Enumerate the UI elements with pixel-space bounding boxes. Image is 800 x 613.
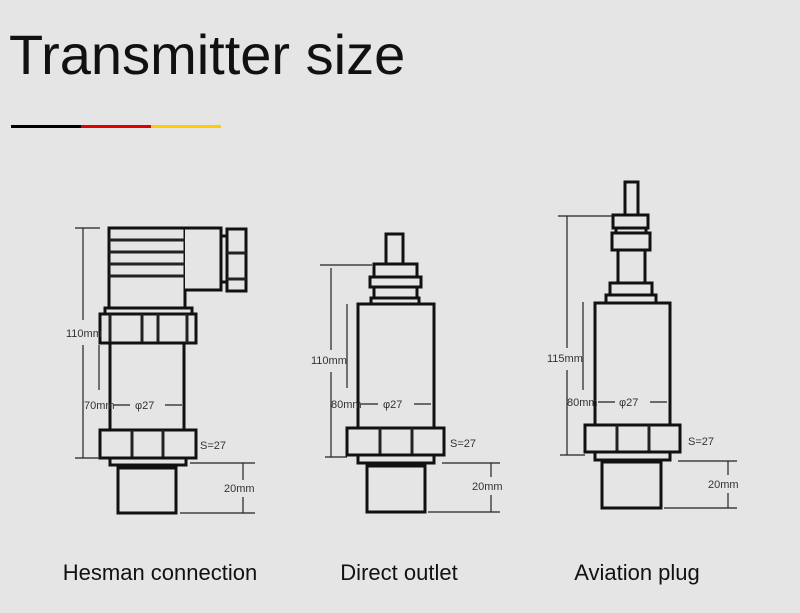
caption-direct-outlet: Direct outlet [340, 560, 458, 585]
total-length-label: 115mm [547, 353, 583, 365]
page-title: Transmitter size [9, 23, 406, 86]
accent-bar-yellow [151, 125, 221, 128]
body-length-label: 80mm [331, 399, 362, 411]
accent-bar-red [81, 125, 151, 128]
body-length-label: 80mm [567, 397, 598, 409]
diameter-label: φ27 [619, 397, 638, 409]
aviation-plug-drawing: 115mm 80mm φ27 S=27 20mm [547, 180, 739, 510]
thread-length-label: 20mm [708, 479, 739, 491]
hesman-connection-drawing: 110mm 70mm φ27 S=27 20mm [66, 226, 255, 515]
accent-bar-black [11, 125, 81, 128]
caption-hesman-connection: Hesman connection [62, 560, 258, 585]
thread-length-label: 20mm [472, 481, 503, 493]
thread-length-label: 20mm [224, 483, 255, 495]
diameter-label: φ27 [135, 400, 154, 412]
diameter-label: φ27 [383, 399, 402, 411]
hex-size-label: S=27 [450, 438, 476, 450]
body-length-label: 70mm [84, 400, 115, 412]
total-length-label: 110mm [311, 355, 347, 367]
direct-outlet-drawing: 110mm 80mm φ27 S=27 20mm [311, 232, 503, 514]
total-length-label: 110mm [66, 328, 102, 340]
hex-size-label: S=27 [688, 436, 714, 448]
hex-size-label: S=27 [200, 440, 226, 452]
caption-aviation-plug: Aviation plug [574, 560, 700, 585]
